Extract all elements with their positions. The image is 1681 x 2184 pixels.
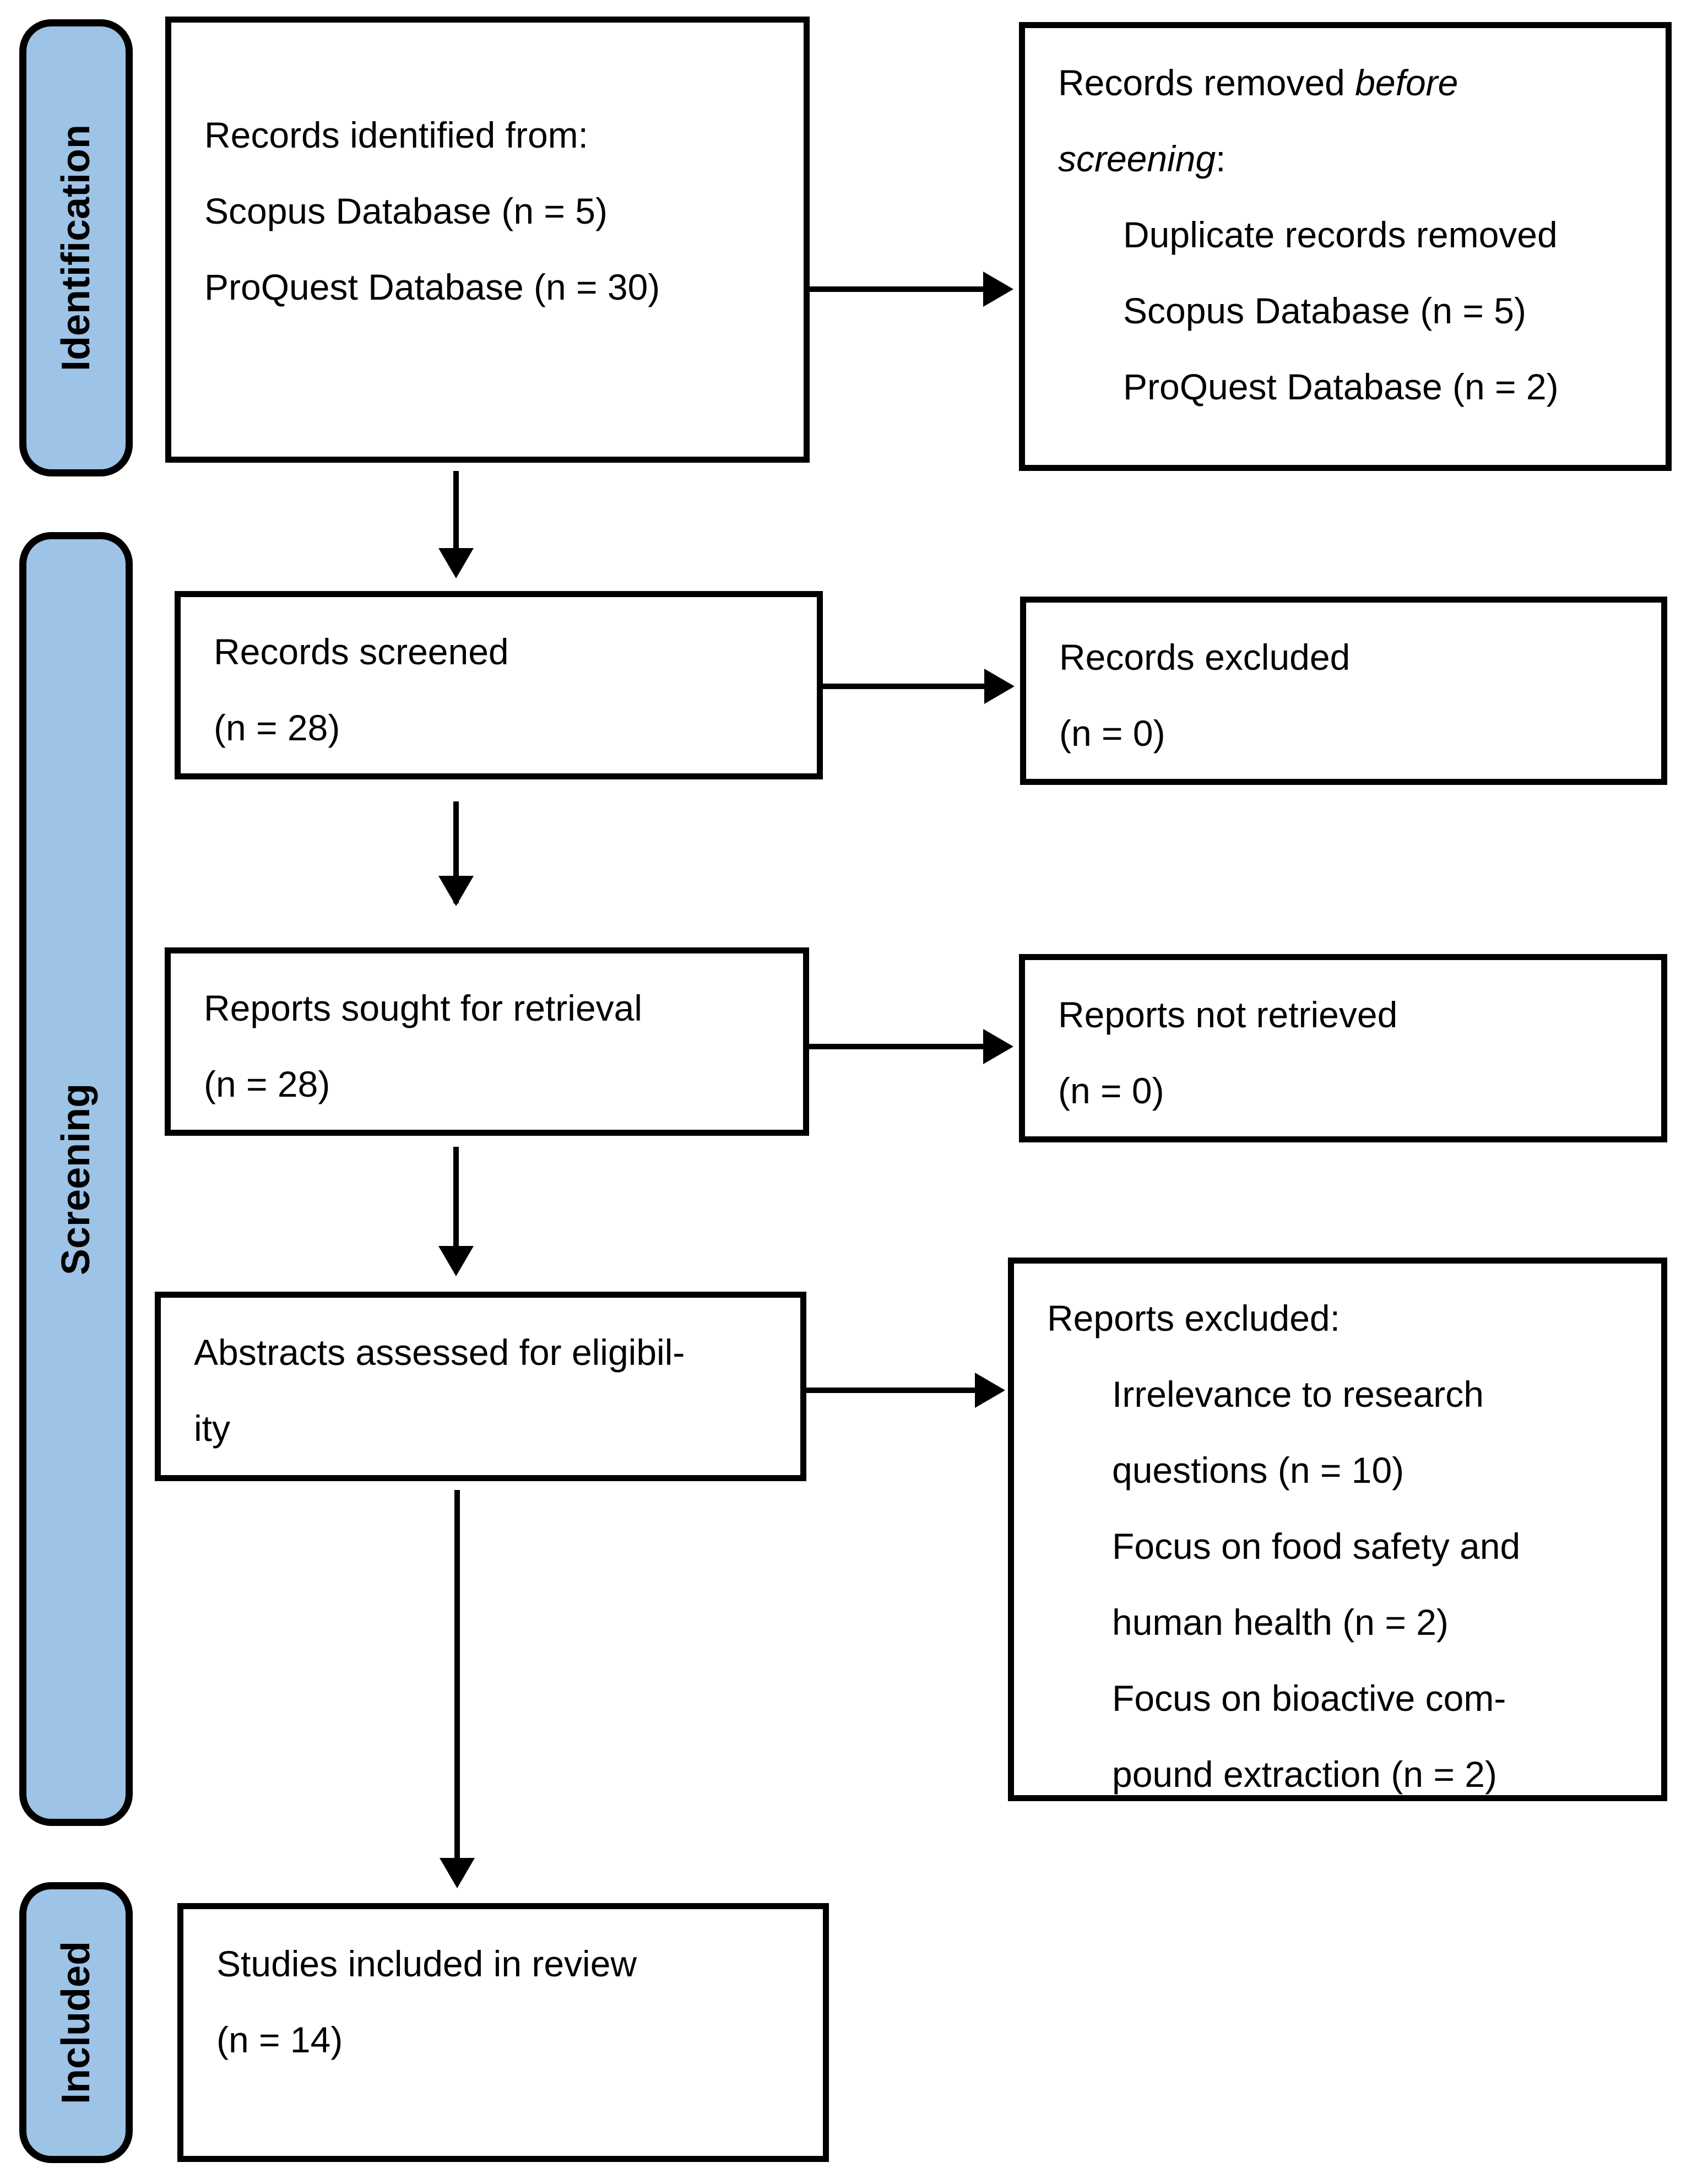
arrowhead-down-icon xyxy=(438,876,474,906)
text-line: ProQuest Database (n = 30) xyxy=(204,267,660,307)
text-line: ProQuest Database (n = 2) xyxy=(1123,366,1559,407)
text-line: questions (n = 10) xyxy=(1112,1450,1405,1491)
box-reports-excluded: Reports excluded: Irrelevance to researc… xyxy=(1008,1258,1667,1801)
arrowhead-down-icon xyxy=(438,1246,474,1276)
stage-screening-label: Screening xyxy=(54,1083,98,1275)
arrowhead-right-icon xyxy=(983,1029,1013,1064)
text-line: Irrelevance to research xyxy=(1112,1374,1484,1415)
box-reports-not-retrieved: Reports not retrieved (n = 0) xyxy=(1019,954,1667,1142)
arrowhead-right-icon xyxy=(975,1373,1005,1408)
text-line: Records excluded xyxy=(1059,637,1351,678)
box-records-excluded: Records excluded (n = 0) xyxy=(1020,597,1667,785)
arrow-screened-to-excluded-line xyxy=(823,684,984,689)
text-line: Focus on food safety and xyxy=(1112,1526,1521,1567)
text-line: Scopus Database (n = 5) xyxy=(1123,290,1526,331)
text-line: pound extraction (n = 2) xyxy=(1112,1754,1497,1795)
box-reports-sought: Reports sought for retrieval (n = 28) xyxy=(165,947,809,1136)
box-studies-included: Studies included in review (n = 14) xyxy=(177,1903,829,2162)
text-line: (n = 28) xyxy=(214,707,340,748)
arrow-identified-to-removed-line xyxy=(810,286,983,292)
text-line: Reports not retrieved xyxy=(1058,994,1398,1035)
arrow-assessed-to-included-line xyxy=(454,1490,460,1858)
text-line: Abstracts assessed for eligibil- xyxy=(194,1332,685,1373)
box-records-removed: Records removed before screening: Duplic… xyxy=(1019,22,1672,471)
stage-screening: Screening xyxy=(19,532,133,1826)
stage-included-label: Included xyxy=(54,1941,99,2105)
arrowhead-right-icon xyxy=(984,669,1015,704)
stage-identification-label: Identification xyxy=(54,124,98,371)
arrowhead-down-icon xyxy=(440,1858,475,1888)
text-line: ity xyxy=(194,1408,230,1449)
text-line: (n = 28) xyxy=(204,1064,330,1104)
arrow-identified-to-screened-line xyxy=(453,471,459,548)
text-span-italic: screening xyxy=(1058,138,1216,179)
text-line: human health (n = 2) xyxy=(1112,1602,1449,1643)
text-line: Studies included in review xyxy=(216,1943,637,1984)
arrow-sought-to-assessed-line xyxy=(453,1147,459,1246)
text-line: Reports excluded: xyxy=(1047,1298,1340,1338)
text-line: (n = 14) xyxy=(216,2019,343,2060)
arrow-assessed-to-reports-excluded-line xyxy=(806,1388,975,1393)
text-line: Records screened xyxy=(214,631,509,672)
stage-included: Included xyxy=(19,1882,133,2163)
text-line: Focus on bioactive com- xyxy=(1112,1678,1506,1719)
text-line: Records identified from: xyxy=(204,115,588,155)
box-records-screened: Records screened (n = 28) xyxy=(175,591,823,779)
arrow-screened-to-sought-line xyxy=(453,801,459,903)
text-span: Records removed xyxy=(1058,62,1355,103)
box-records-identified: Records identified from: Scopus Database… xyxy=(165,17,810,463)
text-line: Records removed before xyxy=(1058,45,1652,121)
stage-identification: Identification xyxy=(19,19,133,476)
text-span: : xyxy=(1216,138,1226,179)
arrow-sought-to-not-retrieved-line xyxy=(809,1044,983,1049)
text-line: Scopus Database (n = 5) xyxy=(204,191,608,231)
text-span-italic: before xyxy=(1355,62,1458,103)
text-line: screening: xyxy=(1058,121,1652,197)
text-line: Reports sought for retrieval xyxy=(204,988,643,1028)
text-line: Duplicate records removed xyxy=(1123,214,1558,255)
text-line: (n = 0) xyxy=(1058,1070,1164,1111)
arrowhead-right-icon xyxy=(983,272,1013,307)
text-line: (n = 0) xyxy=(1059,713,1165,754)
arrowhead-down-icon xyxy=(438,548,474,578)
box-abstracts-assessed: Abstracts assessed for eligibil- ity xyxy=(155,1292,806,1481)
